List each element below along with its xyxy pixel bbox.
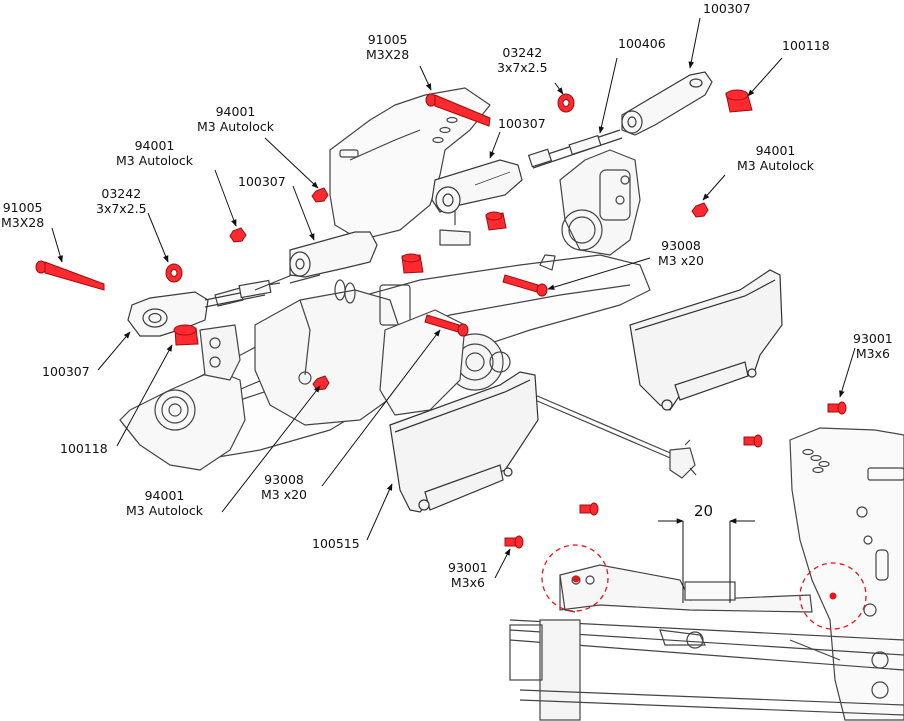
- label-03242-top: 03242 3x7x2.5: [497, 45, 548, 75]
- label-94001-b: 94001 M3 Autolock: [116, 138, 193, 168]
- label-91005-left: 91005 M3X28: [1, 200, 44, 230]
- battery-brace-bottom: [389, 371, 539, 513]
- screw-93008-b: [424, 314, 469, 337]
- part-number: 91005: [367, 32, 408, 47]
- screw-93001-d: [579, 502, 599, 516]
- camber-link-body: [254, 231, 378, 291]
- label-03242-left: 03242 3x7x2.5: [96, 186, 147, 216]
- chassis-line-art: [119, 87, 697, 479]
- dimension-value: 20: [694, 502, 714, 520]
- part-number: 100307: [42, 364, 90, 379]
- screw-93001-b: [504, 535, 524, 549]
- nut-94001-c: [691, 202, 709, 218]
- part-number: 100307: [498, 116, 546, 131]
- part-number: 100307: [703, 1, 751, 16]
- highlight-dots: [572, 575, 837, 600]
- label-100406: 100406: [618, 36, 666, 51]
- part-desc: M3 x20: [658, 253, 705, 268]
- part-desc: M3X28: [1, 215, 45, 230]
- bushing-03242-left: [165, 263, 183, 283]
- part-desc: 3x7x2.5: [96, 201, 147, 216]
- label-100307-top: 100307: [703, 1, 751, 16]
- part-desc: M3x6: [450, 575, 485, 590]
- label-100307-bottom: 100307: [42, 364, 90, 379]
- part-number: 93001: [853, 331, 893, 346]
- part-desc: M3X28: [366, 47, 410, 62]
- detail-view: [509, 427, 904, 721]
- link-top-right: [527, 71, 713, 169]
- part-number: 93001: [448, 560, 488, 575]
- screw-91005-left: [35, 260, 105, 291]
- part-number: 94001: [215, 104, 256, 119]
- label-93008-b: 93008 M3 x20: [261, 472, 307, 502]
- part-number: 100515: [312, 536, 360, 551]
- bushing-100118-top: [725, 89, 753, 113]
- part-number: 03242: [502, 45, 543, 60]
- part-number: 94001: [134, 138, 175, 153]
- label-100118-left: 100118: [60, 441, 108, 456]
- part-number: 100118: [782, 38, 830, 53]
- screw-93001-a: [827, 401, 847, 415]
- label-94001-a: 94001 M3 Autolock: [197, 104, 274, 134]
- leader-lines: [51, 17, 856, 579]
- part-desc: 3x7x2.5: [497, 60, 548, 75]
- part-desc: M3 Autolock: [197, 119, 274, 134]
- label-94001-d: 94001 M3 Autolock: [126, 488, 203, 518]
- dimension-20: [658, 518, 755, 603]
- camber-link-left: [127, 279, 272, 337]
- red-parts: [35, 89, 847, 549]
- battery-brace-right: [629, 269, 783, 411]
- label-93001-b: 93001 M3x6: [448, 560, 488, 590]
- link-middle: [431, 159, 523, 214]
- part-desc: M3 Autolock: [737, 158, 814, 173]
- bushing-mid-a: [485, 211, 507, 231]
- bushing-mid-b: [401, 253, 424, 274]
- part-number: 91005: [2, 200, 43, 215]
- label-100307-left-upper: 100307: [238, 174, 286, 189]
- screw-93008-a: [502, 274, 548, 297]
- highlight-circles: [541, 544, 867, 630]
- nut-94001-b: [311, 187, 329, 203]
- label-93001-a: 93001 M3x6: [853, 331, 893, 361]
- label-91005-top: 91005 M3X28: [366, 32, 409, 62]
- part-number: 100307: [238, 174, 286, 189]
- nut-94001-a: [229, 227, 247, 243]
- part-number: 03242: [101, 186, 142, 201]
- label-93008-a: 93008 M3 x20: [658, 238, 704, 268]
- part-desc: M3 Autolock: [116, 153, 193, 168]
- part-number: 100118: [60, 441, 108, 456]
- label-100307-mid: 100307: [498, 116, 546, 131]
- part-number: 94001: [144, 488, 185, 503]
- label-94001-c: 94001 M3 Autolock: [737, 143, 814, 173]
- label-100118-top: 100118: [782, 38, 830, 53]
- part-number: 93008: [661, 238, 701, 253]
- screw-93001-c: [743, 434, 763, 448]
- part-number: 93008: [264, 472, 304, 487]
- part-number: 94001: [755, 143, 796, 158]
- label-100515: 100515: [312, 536, 360, 551]
- part-desc: M3x6: [855, 346, 890, 361]
- part-desc: M3 x20: [261, 487, 308, 502]
- bushing-03242-top: [557, 93, 575, 113]
- bushing-100118-left: [173, 324, 199, 346]
- part-number: 100406: [618, 36, 666, 51]
- part-desc: M3 Autolock: [126, 503, 203, 518]
- screw-91005-top: [425, 93, 491, 127]
